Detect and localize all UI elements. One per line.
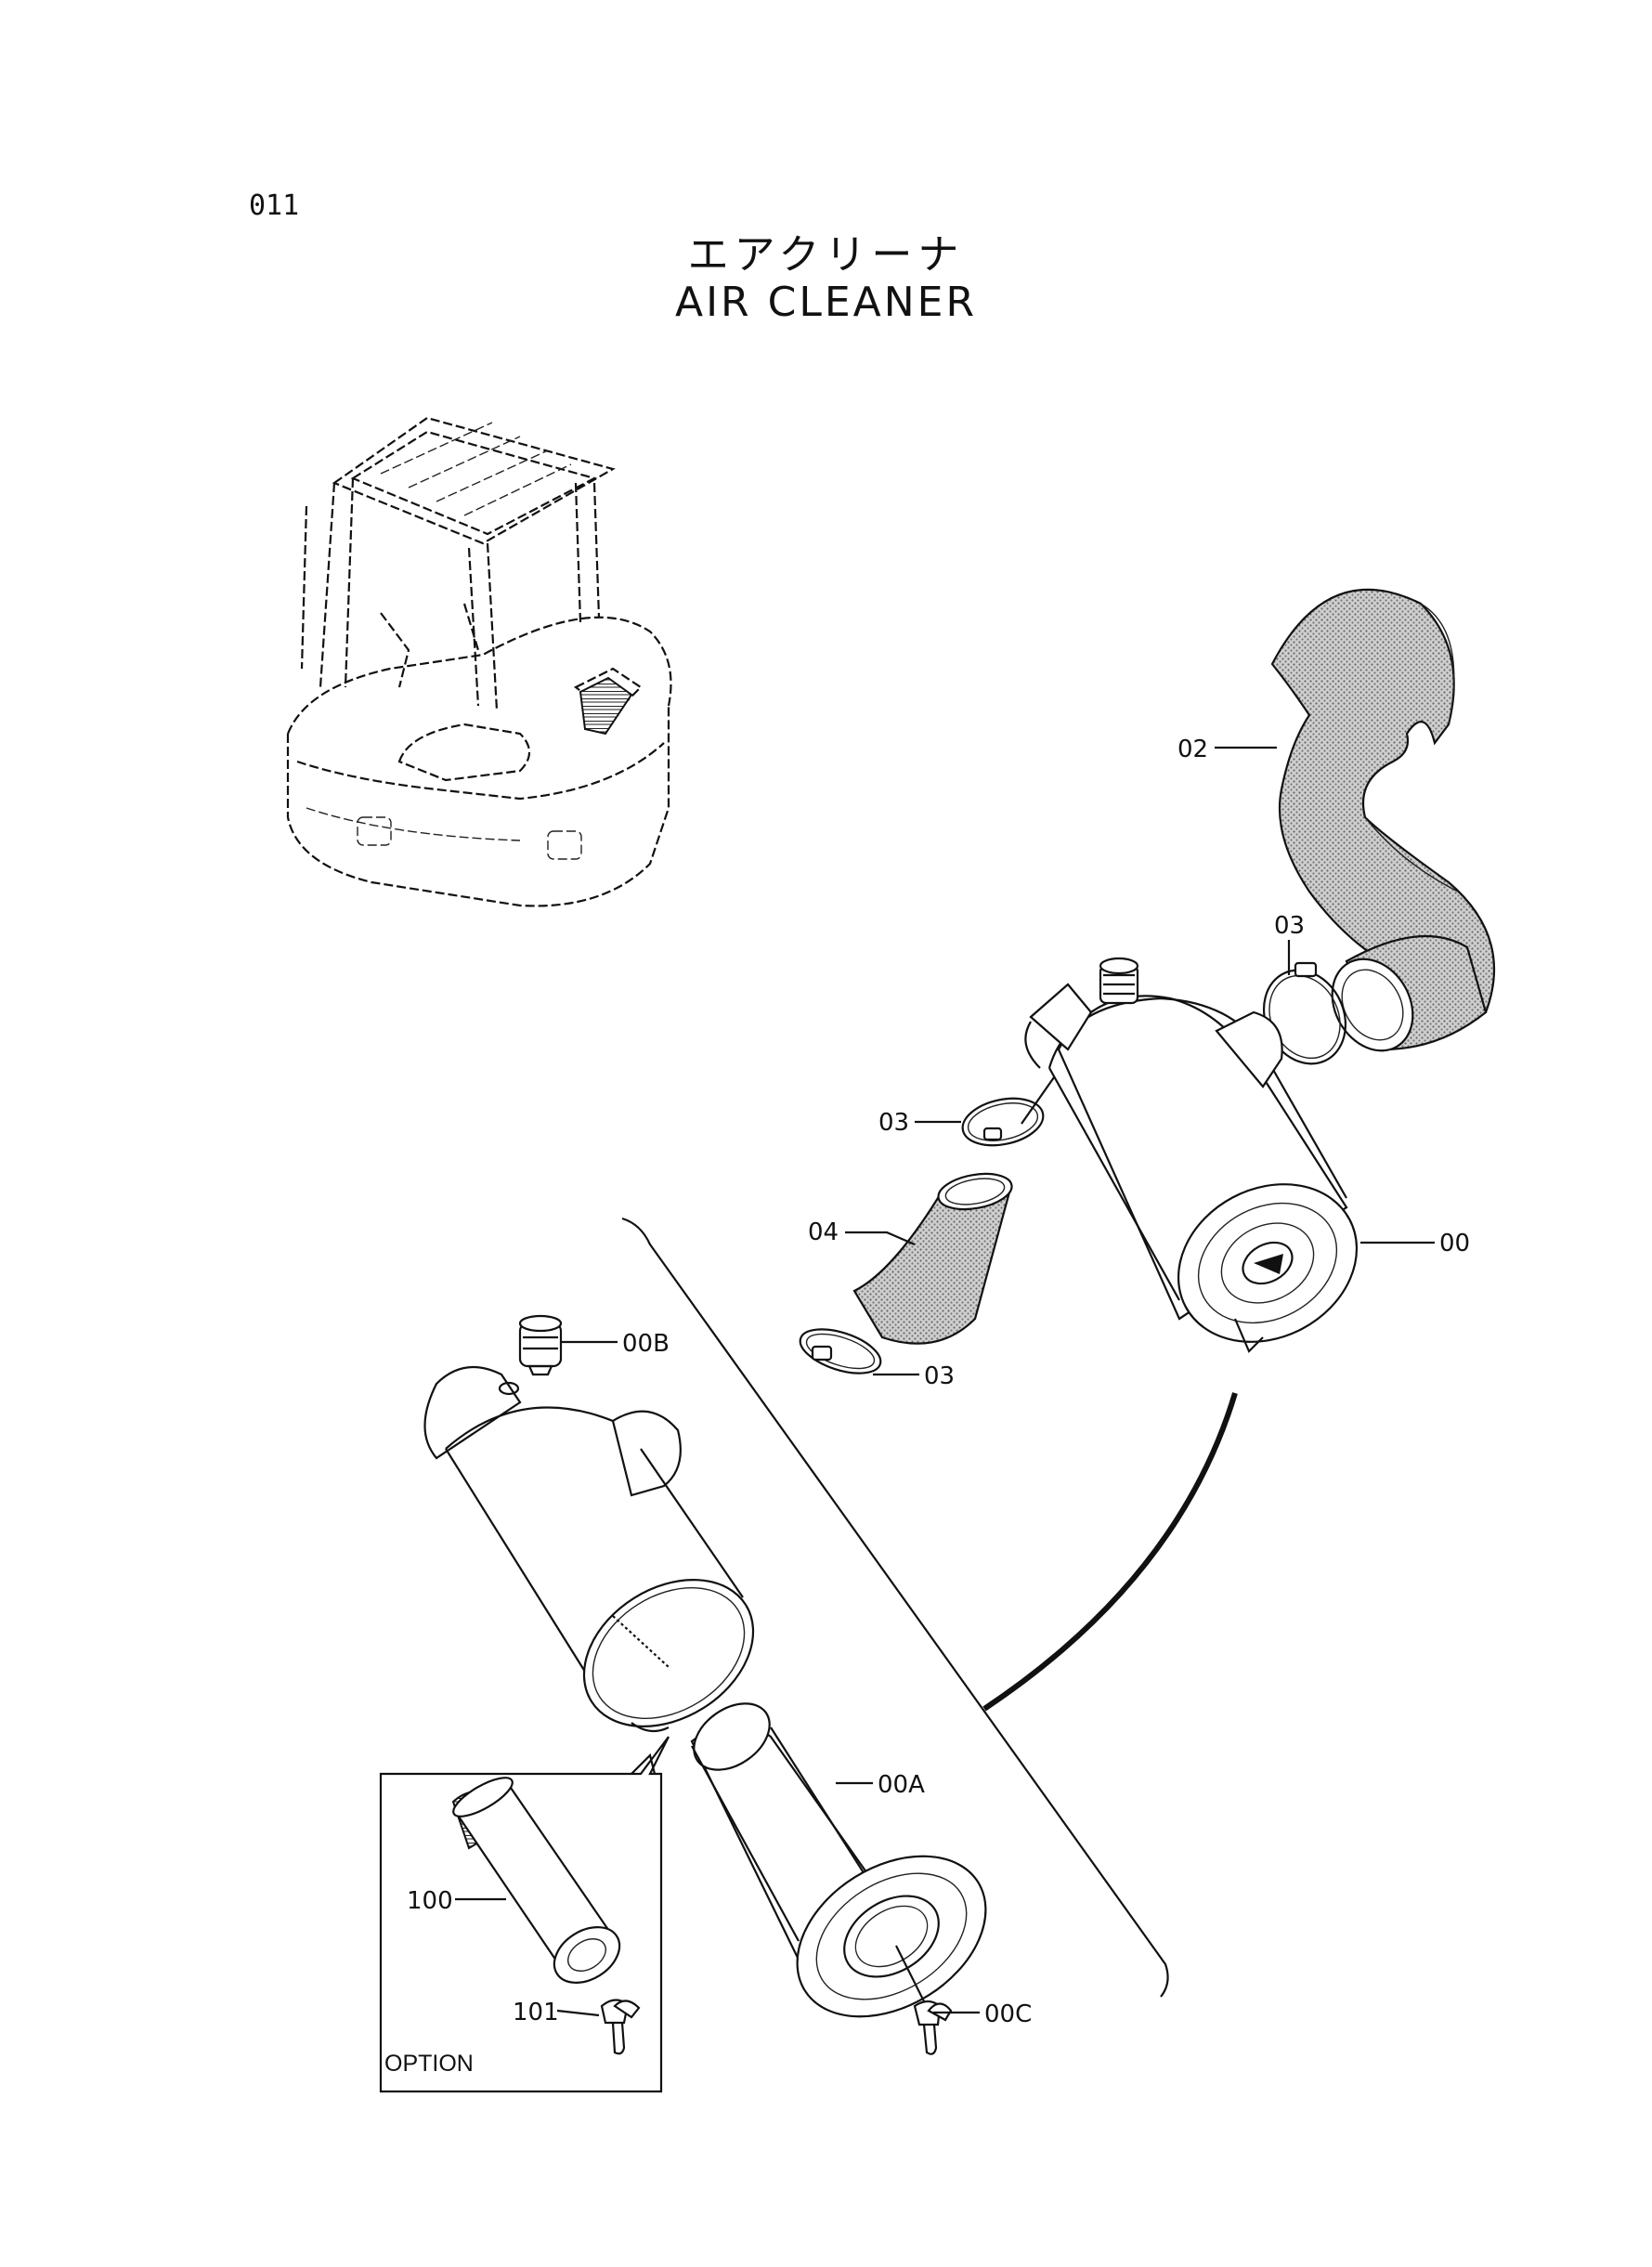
air-cleaner-housing-exploded — [423, 1365, 755, 1733]
callout-101: 101 — [513, 1999, 559, 2026]
callout-labels: 02 03 03 04 00 00B 03 00A 00C 100 101 OP… — [384, 736, 1470, 2077]
page-number: 011 — [249, 189, 300, 222]
callout-00: 00 — [1439, 1230, 1470, 1257]
part-04-connecting-hose — [852, 1172, 1013, 1345]
callout-03-lower: 03 — [924, 1362, 955, 1390]
callout-00A: 00A — [878, 1771, 925, 1799]
callout-03-upper: 03 — [1274, 912, 1305, 940]
part-03-hose-clamp-lower — [799, 1328, 882, 1375]
callout-03-middle: 03 — [878, 1109, 909, 1137]
detail-boundary-curve — [621, 1217, 1238, 1998]
option-detail-box — [379, 1736, 670, 2093]
title-english: AIR CLEANER — [674, 279, 978, 326]
part-101-wing-nut — [600, 1999, 641, 2055]
part-02-s-hose — [1270, 588, 1496, 1052]
part-03-hose-clamp-middle — [961, 1076, 1055, 1147]
callout-00C: 00C — [984, 2000, 1032, 2028]
callout-02: 02 — [1177, 736, 1208, 763]
part-100-safety-element — [451, 1777, 621, 1984]
part-00a-filter-element — [690, 1702, 987, 2018]
part-00c-wing-nut — [895, 1945, 953, 2055]
callout-leader-lines — [455, 746, 1435, 2017]
option-label: OPTION — [384, 2051, 474, 2077]
callout-00B: 00B — [622, 1330, 670, 1358]
excavator-overview-illustration — [286, 416, 672, 907]
part-00-air-cleaner-assembly — [1024, 957, 1359, 1353]
air-cleaner-location-mark — [579, 676, 633, 736]
callout-100: 100 — [407, 1887, 453, 1915]
callout-04: 04 — [808, 1218, 839, 1246]
title-japanese: エアクリーナ — [687, 231, 965, 279]
part-00b-vacuator-cap — [518, 1314, 563, 1376]
